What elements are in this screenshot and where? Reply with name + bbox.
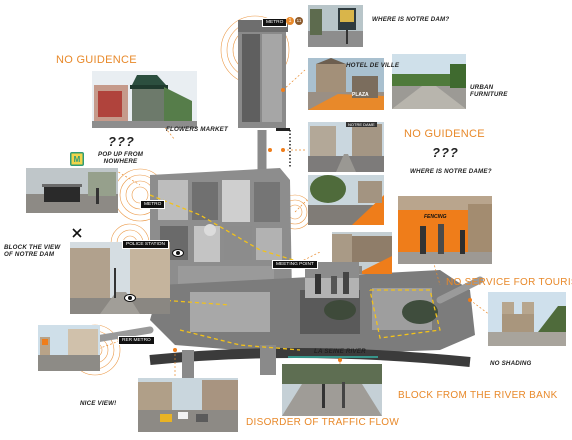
heading-no-service: NO SERVICE FOR TOURISTS	[446, 277, 572, 288]
photo-urban-furniture	[392, 54, 466, 109]
plaza-label: PLAZA	[352, 92, 369, 98]
cross-icon	[72, 225, 82, 238]
eye-icon	[172, 244, 184, 257]
question-marks-right: ???	[432, 145, 459, 160]
question-marks-left: ???	[108, 134, 135, 149]
eye-icon	[124, 289, 136, 302]
fencing-label: FENCING	[424, 214, 447, 220]
heading-block-river-bank: BLOCK FROM THE RIVER BANK	[398, 390, 558, 401]
note-no-shading: NO SHADING	[490, 360, 532, 367]
note-block-view: BLOCK THE VIEW OF NOTRE DAM	[4, 244, 61, 259]
note-flowers-market: FLOWERS MARKET	[166, 126, 228, 133]
metro-top-label: METRO	[262, 18, 288, 27]
walking-path	[149, 194, 441, 351]
meeting-point-label: MEETING POINT	[272, 260, 318, 269]
metro-left-label: METRO	[140, 200, 166, 209]
photo-street-rail	[308, 122, 384, 172]
photo-street-trees	[308, 175, 384, 225]
heading-disorder-traffic: DISORDER OF TRAFFIC FLOW	[246, 417, 400, 428]
photo-notre-dame	[488, 292, 566, 346]
photo-nice-view	[38, 325, 100, 371]
line-badge-11: 11	[295, 17, 303, 25]
metro-sign-icon: M	[70, 152, 84, 166]
photo-traffic-street	[138, 378, 238, 432]
note-pop-up: POP UP FROM NOWHERE	[98, 151, 144, 166]
photo-metro-entrance	[26, 168, 118, 213]
line-badge-1: 1	[286, 17, 294, 25]
photo-flowers-market	[92, 71, 197, 128]
heading-no-guidence-right: NO GUIDENCE	[404, 128, 485, 140]
police-station-label: POLICE STATION	[122, 240, 170, 249]
note-where-notre-dam: WHERE IS NOTRE DAM?	[372, 16, 450, 23]
photo-police-station	[70, 242, 170, 314]
map-north-strip	[238, 20, 290, 170]
rer-metro-label: RER METRO	[118, 336, 155, 345]
note-hotel-de-ville: HOTEL DE VILLE	[346, 62, 400, 69]
photo-fencing	[398, 196, 492, 264]
note-nice-view: NICE VIEW!	[80, 400, 117, 407]
heading-no-guidence-left: NO GUIDENCE	[56, 54, 137, 66]
photo-river-bank	[282, 364, 382, 416]
note-where-notre-dame: WHERE IS NOTRE DAME?	[410, 168, 492, 175]
svg-text:M: M	[74, 155, 81, 164]
photo-hotel-de-ville	[308, 58, 384, 110]
photo-street-signboard	[308, 5, 363, 47]
map-south-section	[149, 270, 475, 394]
note-urban-furniture: URBAN FURNITURE	[470, 84, 508, 99]
note-la-seine: LA SEINE RIVER	[314, 348, 366, 355]
notre-dame-sign-label: NOTRE DAME	[346, 122, 377, 127]
